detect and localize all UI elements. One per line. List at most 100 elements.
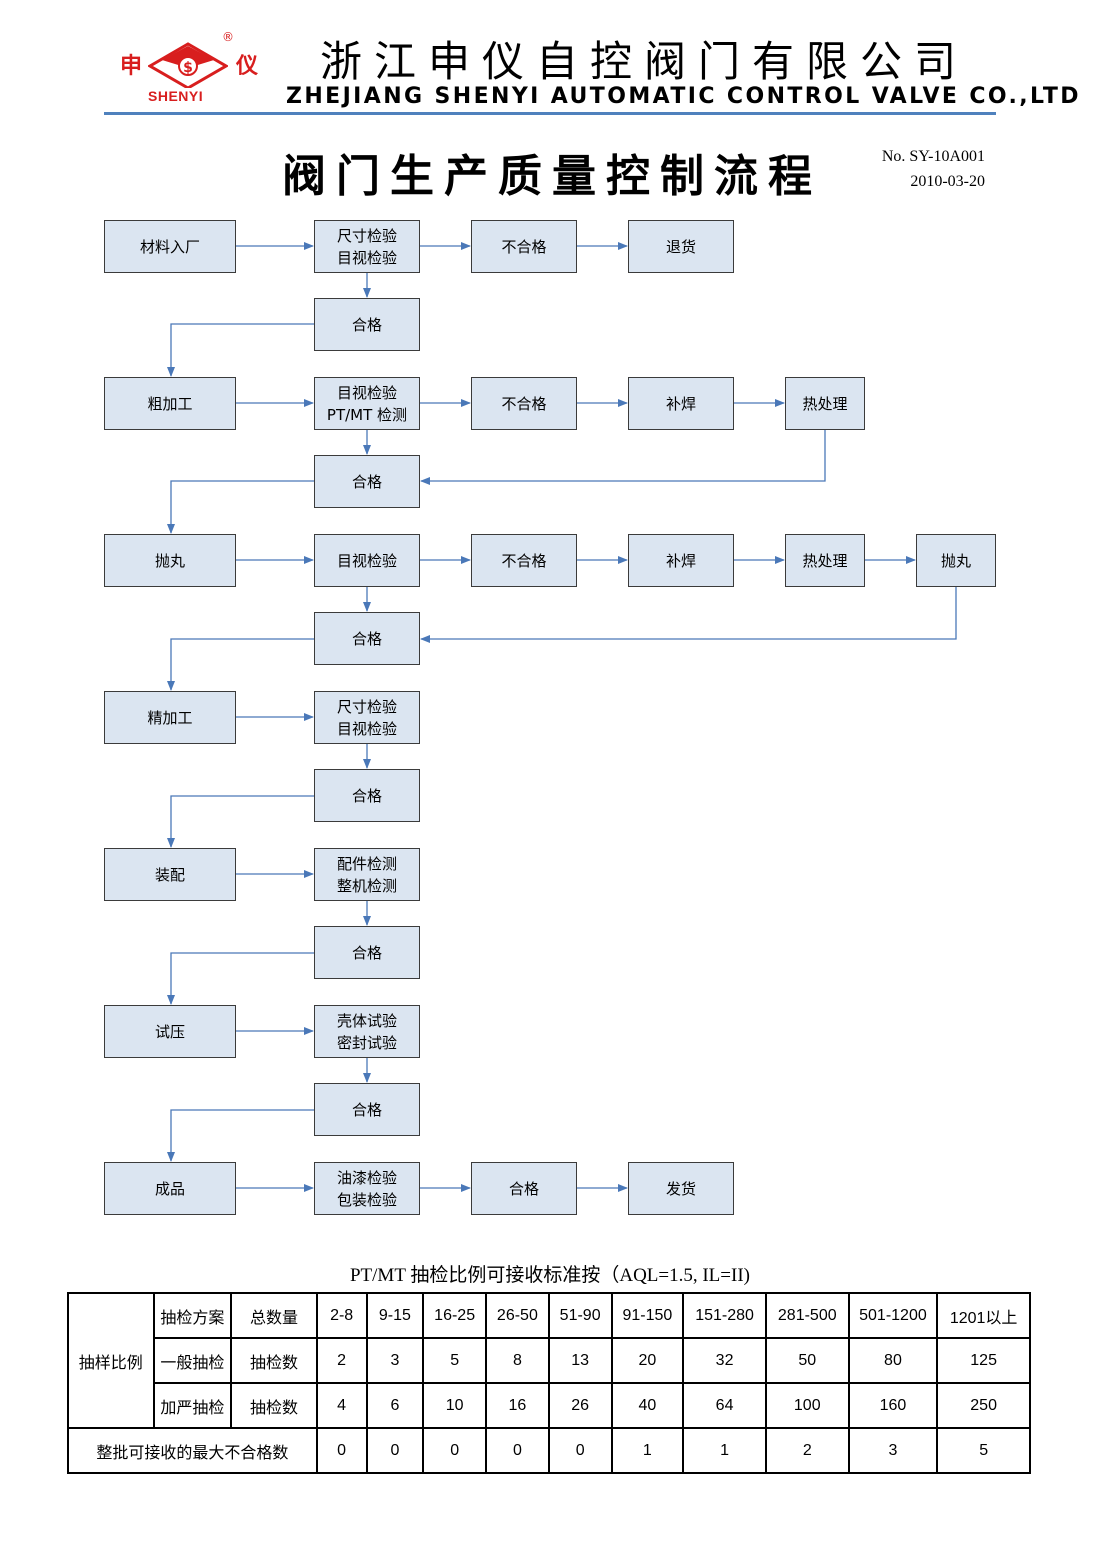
- table-cell: 0: [422, 1427, 488, 1474]
- table-cell: 250: [936, 1382, 1031, 1429]
- table-cell: 一般抽检: [152, 1337, 233, 1384]
- table-cell: 80: [847, 1337, 939, 1384]
- stage-pressure-test: 试压: [104, 1005, 236, 1058]
- table-cell: 2: [315, 1337, 368, 1384]
- fail-node-3: 不合格: [471, 534, 577, 587]
- table-row: 整批可接收的最大不合格数 0 0 0 0 0 1 1 2 3 5: [67, 1427, 1031, 1474]
- check-assembly: 配件检测 整机检测: [314, 848, 420, 901]
- pass-node-7: 合格: [471, 1162, 577, 1215]
- table-cell: 16: [485, 1382, 550, 1429]
- table-cell: 10: [422, 1382, 488, 1429]
- repair-weld-1: 补焊: [628, 377, 734, 430]
- table-cell: 26: [547, 1382, 613, 1429]
- table-cell: 13: [547, 1337, 613, 1384]
- check-line-1: 配件检测: [336, 854, 397, 873]
- table-cell: 0: [547, 1427, 613, 1474]
- doc-number: No. SY-10A001: [881, 148, 985, 165]
- flow-connectors: [167, 242, 957, 1192]
- table-cell: 1201以上: [936, 1292, 1031, 1339]
- table-cell: 8: [485, 1337, 550, 1384]
- page-title: 阀门生产质量控制流程: [282, 151, 822, 202]
- sampling-ratio-label: 抽样比例: [67, 1292, 155, 1429]
- table-cell: 3: [365, 1337, 425, 1384]
- table-cell: 1: [682, 1427, 767, 1474]
- table-cell: 0: [365, 1427, 425, 1474]
- table-cell: 加严抽检: [152, 1382, 233, 1429]
- table-cell: 抽检数: [230, 1337, 318, 1384]
- table-row: 加严抽检 抽检数 4 6 10 16 26 40 64 100 160 250: [68, 1382, 1031, 1429]
- table-cell: 26-50: [485, 1292, 550, 1339]
- pass-node-3: 合格: [314, 612, 420, 665]
- aql-sampling-table: 抽样比例 抽检方案 总数量 2-8 9-15 16-25 26-50 51-90…: [67, 1292, 1031, 1474]
- table-cell: 20: [610, 1337, 685, 1384]
- svg-text:$: $: [183, 60, 193, 76]
- table-cell: 9-15: [365, 1292, 425, 1339]
- max-defects-label: 整批可接收的最大不合格数: [67, 1427, 318, 1474]
- table-cell: 51-90: [547, 1292, 613, 1339]
- company-name-en: ZHEJIANG SHENYI AUTOMATIC CONTROL VALVE …: [286, 84, 1081, 109]
- fail-node-2: 不合格: [471, 377, 577, 430]
- check-rough-machining: 目视检验 PT/MT 检测: [314, 377, 420, 430]
- check-line-2: 包装检验: [336, 1190, 397, 1209]
- table-cell: 100: [764, 1382, 850, 1429]
- table-cell: 91-150: [610, 1292, 685, 1339]
- ship-goods: 发货: [628, 1162, 734, 1215]
- stage-assembly: 装配: [104, 848, 236, 901]
- return-goods: 退货: [628, 220, 734, 273]
- pass-node-5: 合格: [314, 926, 420, 979]
- aql-table-title: PT/MT 抽检比例可接收标准按（AQL=1.5, IL=II): [349, 1265, 750, 1286]
- stage-material-intake: 材料入厂: [104, 220, 236, 273]
- table-cell: 6: [365, 1382, 425, 1429]
- check-line-1: 壳体试验: [336, 1011, 397, 1030]
- table-cell: 40: [610, 1382, 685, 1429]
- check-material: 尺寸检验 目视检验: [314, 220, 420, 273]
- check-line-1: 尺寸检验: [336, 226, 397, 245]
- check-line-2: 目视检验: [336, 248, 397, 267]
- table-cell: 64: [682, 1382, 767, 1429]
- pass-node-2: 合格: [314, 455, 420, 508]
- table-cell: 125: [936, 1337, 1031, 1384]
- table-cell: 281-500: [764, 1292, 850, 1339]
- table-cell: 2-8: [315, 1292, 368, 1339]
- table-cell: 总数量: [230, 1292, 318, 1339]
- table-cell: 32: [682, 1337, 767, 1384]
- check-line-2: 整机检测: [336, 876, 397, 895]
- check-finish-machining: 尺寸检验 目视检验: [314, 691, 420, 744]
- table-cell: 5: [936, 1427, 1031, 1474]
- check-pressure-test: 壳体试验 密封试验: [314, 1005, 420, 1058]
- table-cell: 160: [847, 1382, 939, 1429]
- table-cell: 0: [485, 1427, 550, 1474]
- pass-node-1: 合格: [314, 298, 420, 351]
- table-cell: 0: [315, 1427, 368, 1474]
- table-cell: 501-1200: [847, 1292, 939, 1339]
- stage-rough-machining: 粗加工: [104, 377, 236, 430]
- heat-treatment-2: 热处理: [785, 534, 865, 587]
- header-divider: [104, 112, 996, 115]
- check-line-2: 密封试验: [336, 1033, 397, 1052]
- check-line-2: PT/MT 检测: [326, 405, 408, 424]
- check-line-2: 目视检验: [336, 719, 397, 738]
- check-finished-product: 油漆检验 包装检验: [314, 1162, 420, 1215]
- stage-shot-blasting: 抛丸: [104, 534, 236, 587]
- doc-meta: No. SY-10A001 2010-03-20: [882, 144, 985, 194]
- logo-char-right: 仪: [236, 54, 259, 79]
- stage-finished-product: 成品: [104, 1162, 236, 1215]
- table-cell: 1: [610, 1427, 685, 1474]
- company-logo: 申 $ 仪 ® SHENYI: [108, 28, 268, 108]
- process-flowchart: 材料入厂 尺寸检验 目视检验 不合格 退货 合格 粗加工 目视检验 PT/MT …: [104, 220, 996, 1215]
- logo-emblem-icon: $: [148, 42, 228, 88]
- pass-node-4: 合格: [314, 769, 420, 822]
- pass-node-6: 合格: [314, 1083, 420, 1136]
- table-cell: 16-25: [422, 1292, 488, 1339]
- heat-treatment-1: 热处理: [785, 377, 865, 430]
- table-cell: 抽检数: [230, 1382, 318, 1429]
- stage-finish-machining: 精加工: [104, 691, 236, 744]
- check-line-1: 油漆检验: [336, 1168, 397, 1187]
- table-cell: 2: [764, 1427, 850, 1474]
- table-row: 一般抽检 抽检数 2 3 5 8 13 20 32 50 80 125: [68, 1337, 1031, 1384]
- check-line-1: 目视检验: [336, 551, 397, 570]
- logo-text: SHENYI: [148, 88, 204, 104]
- repair-weld-2: 补焊: [628, 534, 734, 587]
- table-row: 抽样比例 抽检方案 总数量 2-8 9-15 16-25 26-50 51-90…: [67, 1292, 1031, 1429]
- logo-char-left: 申: [120, 54, 143, 79]
